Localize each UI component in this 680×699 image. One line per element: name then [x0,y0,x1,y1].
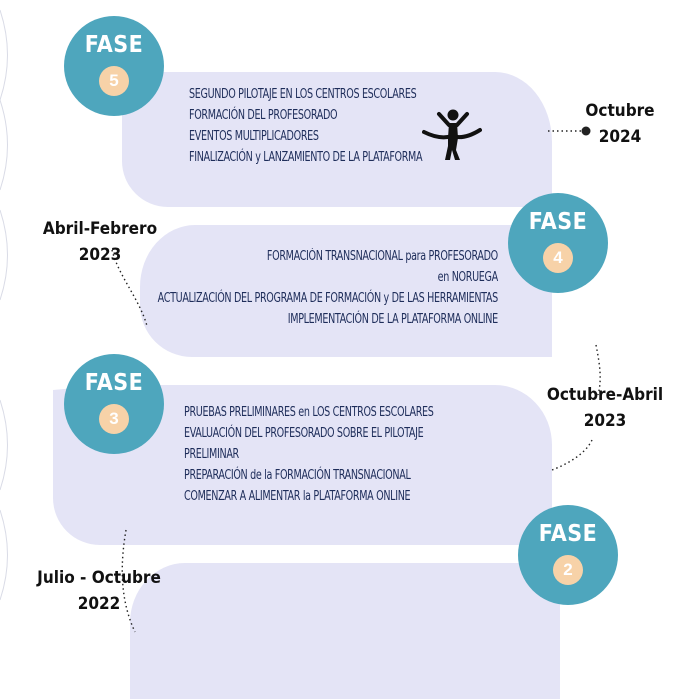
timeline-connector-4b [595,344,601,396]
phase-3-items: PRUEBAS PRELIMINARES en LOS CENTROS ESCO… [184,402,434,507]
date-line: 2023 [583,411,627,431]
phase-item: IMPLEMENTACIÓN DE LA PLATAFORMA ONLINE [287,312,498,327]
date-line: Abril-Febrero [42,219,158,239]
phase-3-circle: FASE 3 [64,354,164,454]
band-phase-5 [122,72,552,207]
band-phase-2 [130,563,560,699]
phase-number-badge: 3 [99,404,129,434]
phase-item: ACTUALIZACIÓN DEL PROGRAMA DE FORMACIÓN … [157,291,499,306]
phase-item: EVENTOS MULTIPLICADORES [189,129,319,144]
phase-2-date: Julio - Octubre 2022 [24,565,174,617]
band-phase-4 [140,225,552,357]
timeline-connector-4 [111,249,148,327]
phase-item: PRUEBAS PRELIMINARES en LOS CENTROS ESCO… [184,405,434,420]
phase-label: FASE [528,209,588,235]
phase-5-date: Octubre 2024 [568,98,672,150]
phase-item: FORMACIÓN DEL PROFESORADO [189,108,338,123]
timeline-end-dot [581,126,591,136]
date-line: Octubre [585,101,655,121]
phase-item: PRELIMINAR [184,447,239,462]
phase-4-circle: FASE 4 [508,193,608,293]
phase-label: FASE [84,32,144,58]
phase-4-items: FORMACIÓN TRANSNACIONAL para PROFESORADO… [157,246,499,330]
phase-item: EVALUACIÓN DEL PROFESORADO SOBRE EL PILO… [184,426,424,441]
phase-3-date: Octubre-Abril 2023 [535,382,675,434]
date-line: Julio - Octubre [37,568,161,588]
phase-number-badge: 2 [553,555,583,585]
phase-5-circle: FASE 5 [64,16,164,116]
date-line: Octubre-Abril [546,385,664,405]
phase-number-badge: 4 [543,243,573,273]
phase-item: en NORUEGA [437,270,499,285]
band-phase-3 [53,385,552,545]
phase-item: COMENZAR A ALIMENTAR la PLATAFORMA ONLIN… [184,489,411,504]
phase-item: PREPARACIÓN de la FORMACIÓN TRANSNACIONA… [184,468,411,483]
date-line: 2023 [78,245,122,265]
phase-4-date: Abril-Febrero 2023 [30,216,170,268]
date-line: 2022 [77,594,121,614]
phase-number-badge: 5 [99,66,129,96]
date-line: 2024 [598,127,642,147]
phase-item: SEGUNDO PILOTAJE EN LOS CENTROS ESCOLARE… [189,87,417,102]
phase-label: FASE [538,521,598,547]
phase-label: FASE [84,370,144,396]
timeline-connector-3 [551,439,593,471]
finish-line-runner-icon [422,109,482,160]
phase-2-circle: FASE 2 [518,505,618,605]
phase-item: FINALIZACIÓN y LANZAMIENTO DE LA PLATAFO… [189,150,423,165]
phase-5-items: SEGUNDO PILOTAJE EN LOS CENTROS ESCOLARE… [189,84,423,168]
phase-item: FORMACIÓN TRANSNACIONAL para PROFESORADO [267,249,498,264]
